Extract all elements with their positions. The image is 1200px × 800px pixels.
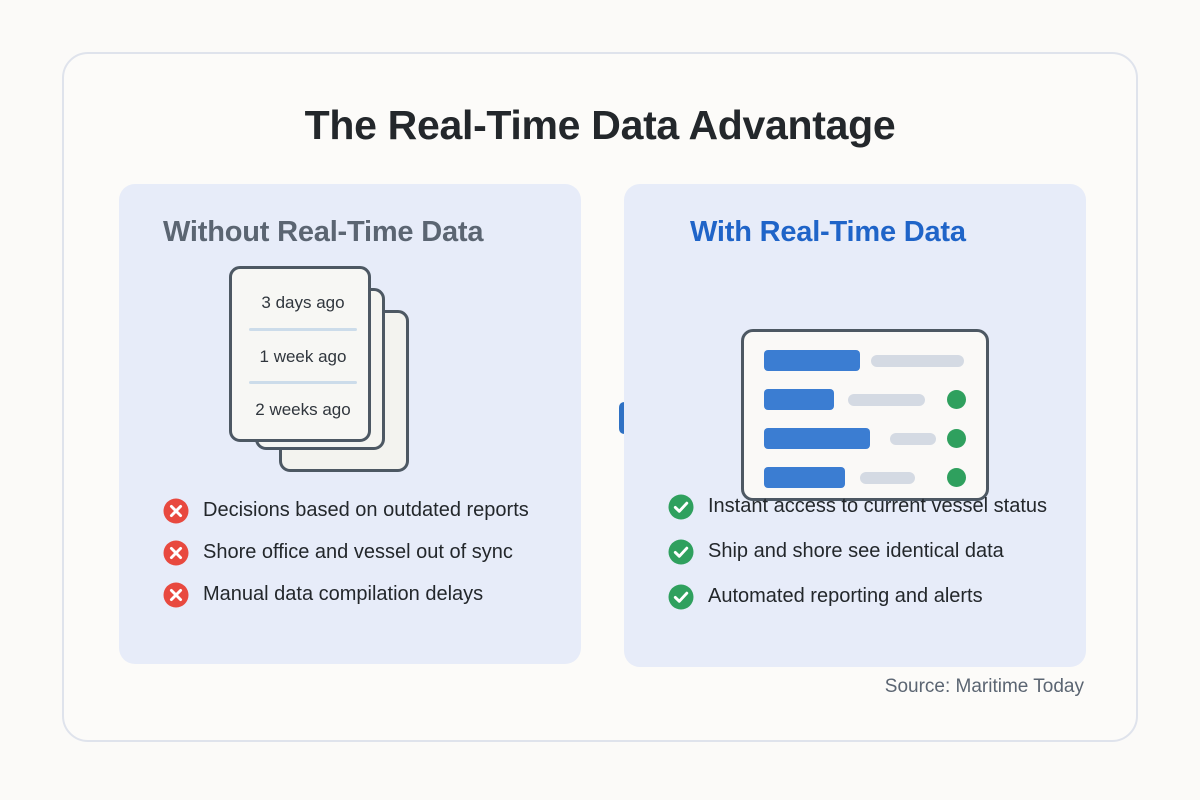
document-age-label: 3 days ago bbox=[261, 293, 345, 312]
x-circle-icon bbox=[163, 540, 189, 566]
drawback-list: Decisions based on outdated reports Shor… bbox=[163, 496, 555, 622]
list-item: Shore office and vessel out of sync bbox=[163, 538, 555, 566]
benefit-list: Instant access to current vessel status … bbox=[668, 492, 1060, 627]
status-dot bbox=[947, 390, 966, 409]
panel-left-heading: Without Real-Time Data bbox=[163, 216, 484, 248]
list-item-label: Manual data compilation delays bbox=[203, 583, 484, 605]
document-age-label: 2 weeks ago bbox=[255, 400, 351, 419]
panel-without-real-time-data: Without Real-Time Data 3 days ago 1 week… bbox=[119, 184, 581, 664]
document-divider bbox=[249, 328, 357, 331]
dashboard-row bbox=[744, 387, 986, 413]
panel-right-heading: With Real-Time Data bbox=[690, 216, 966, 248]
list-item-label: Decisions based on outdated reports bbox=[203, 499, 529, 521]
dashboard-row bbox=[744, 465, 986, 491]
infographic-container: The Real-Time Data Advantage Without Rea… bbox=[62, 52, 1138, 742]
list-item: Instant access to current vessel status bbox=[668, 492, 1060, 520]
status-dot bbox=[947, 429, 966, 448]
list-item-label: Automated reporting and alerts bbox=[708, 585, 983, 607]
status-dot bbox=[947, 468, 966, 487]
dashboard-bar bbox=[764, 428, 870, 449]
list-item-label: Instant access to current vessel status bbox=[708, 495, 1048, 517]
dashboard-bar bbox=[764, 389, 834, 410]
stacked-documents-icon: 3 days ago 1 week ago 2 weeks ago bbox=[229, 266, 429, 481]
dashboard-bar bbox=[764, 350, 860, 371]
document-age-label: 1 week ago bbox=[259, 347, 347, 366]
list-item: Manual data compilation delays bbox=[163, 580, 555, 608]
check-circle-icon bbox=[668, 584, 694, 610]
dashboard-placeholder bbox=[860, 472, 915, 484]
panel-with-real-time-data: With Real-Time Data bbox=[624, 184, 1086, 667]
document-divider bbox=[249, 381, 357, 384]
list-item: Ship and shore see identical data bbox=[668, 537, 1060, 565]
x-circle-icon bbox=[163, 498, 189, 524]
dashboard-row bbox=[744, 348, 986, 374]
x-circle-icon bbox=[163, 582, 189, 608]
list-item: Automated reporting and alerts bbox=[668, 582, 1060, 610]
list-item-label: Ship and shore see identical data bbox=[708, 540, 1004, 562]
dashboard-row bbox=[744, 426, 986, 452]
dashboard-placeholder bbox=[890, 433, 936, 445]
dashboard-placeholder bbox=[848, 394, 925, 406]
source-attribution: Source: Maritime Today bbox=[884, 676, 1084, 697]
page-title: The Real-Time Data Advantage bbox=[304, 102, 896, 148]
dashboard-placeholder bbox=[871, 355, 964, 367]
list-item-label: Shore office and vessel out of sync bbox=[203, 541, 513, 563]
check-circle-icon bbox=[668, 494, 694, 520]
document-sheet-front: 3 days ago 1 week ago 2 weeks ago bbox=[229, 266, 371, 442]
dashboard-panel-icon bbox=[741, 329, 989, 501]
list-item: Decisions based on outdated reports bbox=[163, 496, 555, 524]
dashboard-bar bbox=[764, 467, 845, 488]
check-circle-icon bbox=[668, 539, 694, 565]
